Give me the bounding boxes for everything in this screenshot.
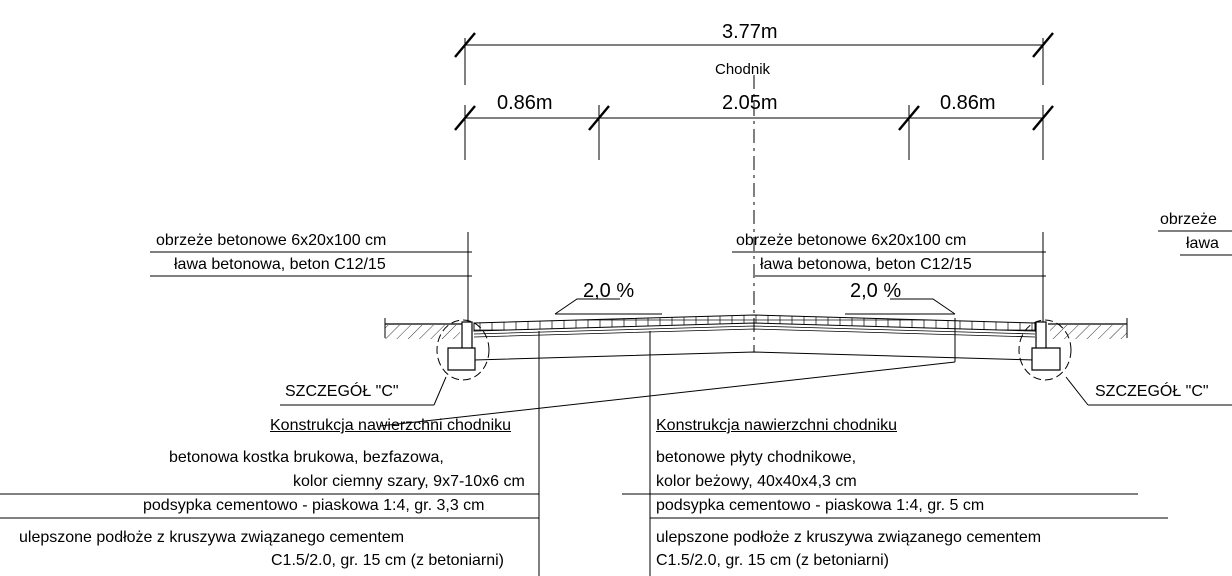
curb-left (436, 319, 490, 381)
detail-c-right-label: SZCZEGÓŁ "C" (1095, 383, 1209, 400)
detail-c-left-label: SZCZEGÓŁ "C" (285, 383, 399, 400)
layers-left-heading: Konstrukcja nawierzchni chodniku (270, 417, 512, 434)
layers-right-surface-1: betonowe płyty chodnikowe, (656, 449, 857, 466)
ground-right (1048, 318, 1128, 339)
slope-arrows (554, 298, 956, 315)
middle-width-label: 2.05m (722, 92, 778, 114)
slope-right-label: 2,0 % (850, 280, 902, 302)
layers-left-surface-1: betonowa kostka brukowa, bezfazowa, (169, 449, 444, 466)
layers-left-base-1: ulepszone podłoże z kruszywa związanego … (19, 529, 405, 546)
layers-right-surface-2: kolor beżowy, 40x40x4,3 cm (656, 473, 857, 490)
total-width-label: 3.77m (722, 21, 778, 43)
sidewalk-caption: Chodnik (715, 61, 771, 78)
layers-right-bedding: podsypka cementowo - piaskowa 1:4, gr. 5… (656, 497, 985, 514)
layers-right-base-1: ulepszone podłoże z kruszywa związanego … (656, 529, 1042, 546)
layer-leaders-right (622, 331, 1168, 576)
curb-right (1018, 319, 1072, 381)
curb-center-line2: ława betonowa, beton C12/15 (760, 256, 972, 273)
curb-callout-leaders (150, 230, 1232, 328)
curb-right-partial-line1: obrzeże (1160, 211, 1217, 228)
curb-right-partial-line2: ława (1186, 235, 1219, 252)
curb-left-line2: ława betonowa, beton C12/15 (174, 256, 386, 273)
overall-dimension (454, 32, 1054, 85)
ground-left (384, 318, 462, 339)
right-width-label: 0.86m (940, 92, 996, 114)
layers-right-base-2: C1.5/2.0, gr. 15 cm (z betoniarni) (656, 552, 889, 569)
detail-leaders (280, 376, 1232, 406)
layers-left-base-2: C1.5/2.0, gr. 15 cm (z betoniarni) (271, 552, 504, 569)
curb-center-line1: obrzeże betonowe 6x20x100 cm (736, 232, 967, 249)
layers-right-heading: Konstrukcja nawierzchni chodniku (656, 417, 898, 434)
curb-left-line1: obrzeże betonowe 6x20x100 cm (156, 232, 387, 249)
partial-dimensions (454, 105, 1054, 160)
slope-left-label: 2,0 % (583, 280, 635, 302)
layers-left-surface-2: kolor ciemny szary, 9x7-10x6 cm (293, 473, 525, 490)
pavement-surface (473, 314, 1036, 361)
left-width-label: 0.86m (497, 92, 553, 114)
layer-leaders-left (0, 318, 956, 576)
layers-left-bedding: podsypka cementowo - piaskowa 1:4, gr. 3… (143, 497, 485, 514)
